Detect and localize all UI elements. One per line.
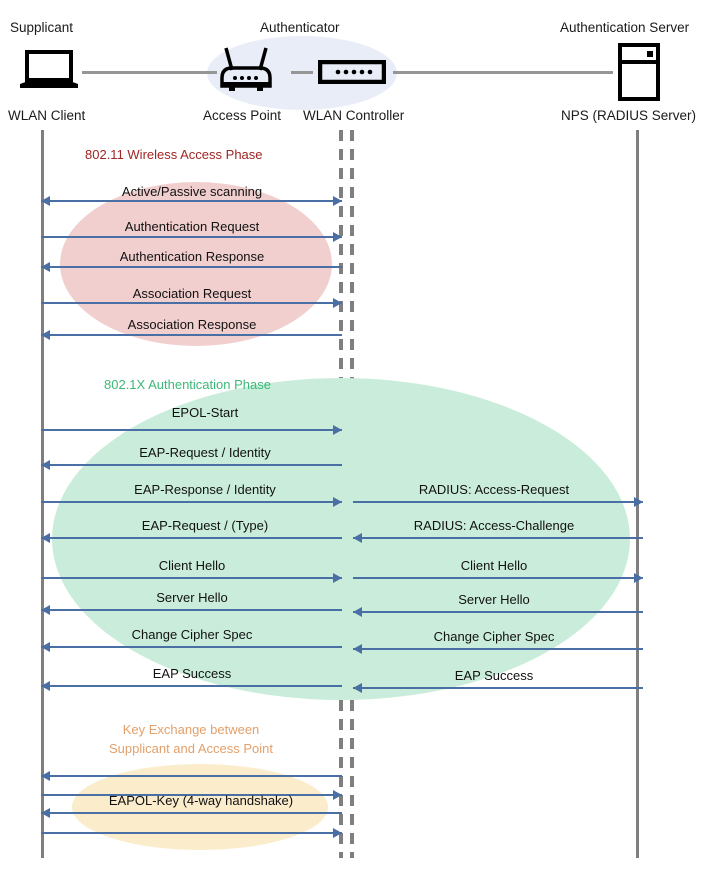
network-switch-icon: [317, 59, 387, 89]
phase-blob-key-exchange: [72, 764, 328, 850]
message-label-right-4: Change Cipher Spec: [433, 629, 555, 644]
message-label-left-0: Active/Passive scanning: [121, 184, 263, 199]
message-arrowhead-left-3: [333, 298, 342, 308]
message-label-right-1: RADIUS: Access-Challenge: [413, 518, 575, 533]
message-arrowhead-right-1: [353, 533, 362, 543]
message-arrow-left-4: [41, 334, 342, 336]
message-arrow-left-9: [41, 577, 342, 579]
message-arrowhead-left-16: [333, 828, 342, 838]
message-label-right-0: RADIUS: Access-Request: [418, 482, 570, 497]
message-arrow-left-15: [41, 812, 342, 814]
message-arrowhead-left-7: [333, 497, 342, 507]
message-label-left-9: Client Hello: [158, 558, 226, 573]
wireless-access-point-icon: [216, 44, 276, 99]
server-tower-icon: [618, 43, 660, 106]
message-label-left-4: Association Response: [127, 317, 257, 332]
message-arrow-right-3: [353, 611, 643, 613]
message-label-left-8: EAP-Request / (Type): [141, 518, 269, 533]
message-label-left-11: Change Cipher Spec: [131, 627, 253, 642]
actor-role-supplicant: Supplicant: [10, 20, 74, 35]
laptop-icon: [14, 50, 84, 97]
message-arrowhead-left-15: [41, 808, 50, 818]
message-arrowhead-right-0: [634, 497, 643, 507]
message-arrow-left-11: [41, 646, 342, 648]
message-label-right-2: Client Hello: [460, 558, 528, 573]
message-arrow-left-7: [41, 501, 342, 503]
phase-title-80211: 802.11 Wireless Access Phase: [85, 147, 263, 162]
message-label-left-2: Authentication Response: [119, 249, 265, 264]
message-label-right-5: EAP Success: [454, 668, 534, 683]
actor-device-wlan-client: WLAN Client: [8, 108, 86, 123]
message-arrow-left-12: [41, 685, 342, 687]
message-arrowhead-left-1: [333, 232, 342, 242]
wire-client-to-ap: [82, 71, 217, 74]
message-arrowhead-left-2: [41, 262, 50, 272]
message-arrow-right-0: [353, 501, 643, 503]
message-label-left-5: EPOL-Start: [171, 405, 239, 420]
wire-controller-to-server: [393, 71, 613, 74]
message-arrow-left-14: [41, 794, 342, 796]
wire-ap-to-controller: [291, 71, 313, 74]
message-label-left-15: EAPOL-Key (4-way handshake): [108, 793, 294, 808]
message-arrowhead-left-8: [41, 533, 50, 543]
message-arrow-left-5: [41, 429, 342, 431]
message-arrowhead-left-10: [41, 605, 50, 615]
message-arrow-left-13: [41, 775, 342, 777]
actor-device-wlan-controller: WLAN Controller: [303, 108, 405, 123]
lifeline-auth-server: [636, 130, 639, 858]
message-label-left-6: EAP-Request / Identity: [139, 445, 271, 460]
actor-role-authenticator: Authenticator: [260, 20, 340, 35]
message-label-left-12: EAP Success: [152, 666, 232, 681]
message-label-left-10: Server Hello: [156, 590, 228, 605]
message-arrow-left-16: [41, 832, 342, 834]
message-arrow-left-10: [41, 609, 342, 611]
message-arrowhead-left-14: [333, 790, 342, 800]
message-arrow-right-5: [353, 687, 643, 689]
message-arrowhead-right-2: [634, 573, 643, 583]
lifeline-supplicant: [41, 130, 44, 858]
message-label-left-3: Association Request: [132, 286, 252, 301]
message-label-right-3: Server Hello: [458, 592, 530, 607]
message-arrowhead-left-4: [41, 330, 50, 340]
message-arrowhead-left-9: [333, 573, 342, 583]
message-arrow-left-2: [41, 266, 342, 268]
message-arrow-right-4: [353, 648, 643, 650]
actor-device-access-point: Access Point: [203, 108, 282, 123]
message-arrowhead-left-0-start: [41, 196, 50, 206]
message-arrow-left-1: [41, 236, 342, 238]
message-arrowhead-left-5: [333, 425, 342, 435]
message-arrowhead-left-12: [41, 681, 50, 691]
phase-title-key-exchange-line1: Key Exchange between: [122, 722, 260, 737]
message-arrowhead-left-6: [41, 460, 50, 470]
message-label-left-1: Authentication Request: [124, 219, 260, 234]
actor-role-authentication-server: Authentication Server: [560, 20, 690, 35]
actor-device-nps-radius-server: NPS (RADIUS Server): [561, 108, 697, 123]
message-arrowhead-left-13: [41, 771, 50, 781]
message-arrowhead-left-11: [41, 642, 50, 652]
message-arrowhead-left-0-end: [333, 196, 342, 206]
message-arrowhead-right-4: [353, 644, 362, 654]
message-arrowhead-right-3: [353, 607, 362, 617]
message-arrowhead-right-5: [353, 683, 362, 693]
message-arrow-right-1: [353, 537, 643, 539]
message-label-left-7: EAP-Response / Identity: [134, 482, 276, 497]
message-arrow-left-8: [41, 537, 342, 539]
message-arrow-left-3: [41, 302, 342, 304]
phase-title-8021x: 802.1X Authentication Phase: [104, 377, 271, 392]
message-arrow-left-6: [41, 464, 342, 466]
phase-title-key-exchange-line2: Supplicant and Access Point: [108, 741, 274, 756]
phase-blob-80211: [60, 182, 332, 346]
message-arrow-left-0: [41, 200, 342, 202]
message-arrow-right-2: [353, 577, 643, 579]
